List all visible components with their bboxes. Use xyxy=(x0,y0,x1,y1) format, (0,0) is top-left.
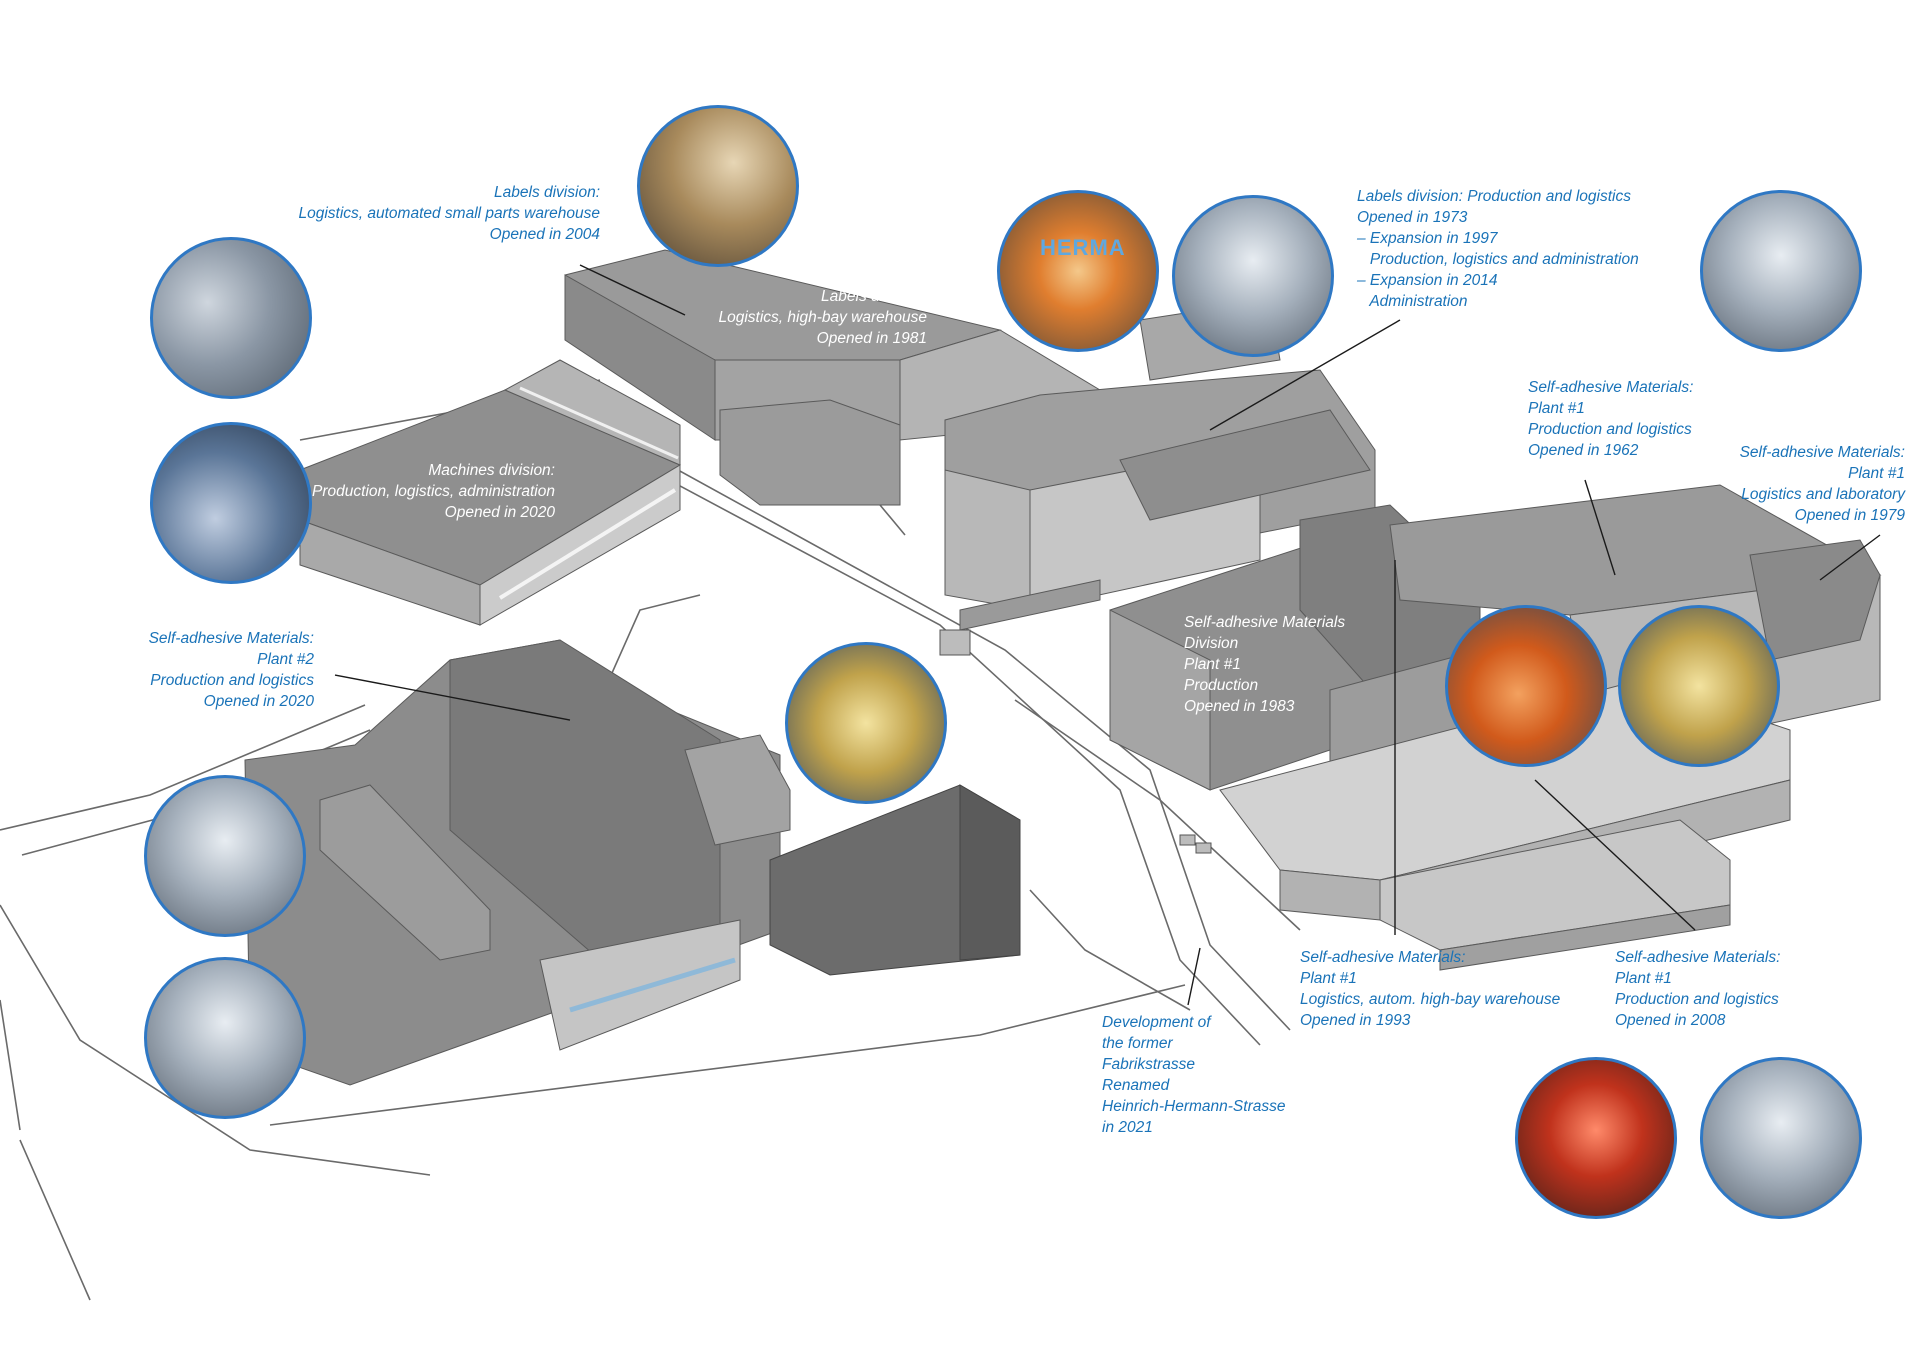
label-labels-small-parts-warehouse: Labels division: Logistics, automated sm… xyxy=(298,184,600,243)
photo-office-interior xyxy=(1172,195,1334,357)
photo-plant2-hall-a xyxy=(144,775,306,937)
photo-plant2-hall-b xyxy=(144,957,306,1119)
photo-worker-warehouse xyxy=(150,237,312,399)
label-labels-production-logistics: Labels division: Production and logistic… xyxy=(1357,188,1639,310)
building-dark-block xyxy=(769,784,1021,976)
building-machines-division xyxy=(299,359,682,626)
photo-red-coating xyxy=(1515,1057,1677,1219)
building-labels-admin xyxy=(944,299,1376,631)
photo-paper-rolls xyxy=(1700,190,1862,352)
label-sam-plant1-1962: Self-adhesive Materials: Plant #1 Produc… xyxy=(1528,379,1694,459)
photo-packing-station xyxy=(637,105,799,267)
building-labels-highbay xyxy=(564,249,1101,506)
label-street-renamed: Development of the former Fabrikstrasse … xyxy=(1102,1014,1286,1136)
photo-roll-winding xyxy=(1618,605,1780,767)
label-sam-plant2: Self-adhesive Materials: Plant #2 Produc… xyxy=(148,630,314,710)
label-sam-division-1983: Self-adhesive Materials Division Plant #… xyxy=(1184,614,1346,715)
leader-lines xyxy=(334,264,1881,1006)
label-sam-highbay-1993: Self-adhesive Materials: Plant #1 Logist… xyxy=(1300,949,1561,1029)
label-labels-highbay-warehouse: Labels division: Logistics, high-bay war… xyxy=(718,288,927,347)
label-sam-plant1-1979: Self-adhesive Materials: Plant #1 Logist… xyxy=(1739,444,1905,524)
herma-logo-text: HERMA xyxy=(1040,235,1126,260)
label-machines-division: Machines division: Production, logistics… xyxy=(312,462,555,521)
photo-machines-assembly xyxy=(150,422,312,584)
photo-herma-lobby: HERMA xyxy=(997,190,1159,352)
photo-orange-machine xyxy=(1445,605,1607,767)
photo-production-aisle xyxy=(1700,1057,1862,1219)
small-details xyxy=(939,629,1212,854)
photo-robot-arm xyxy=(785,642,947,804)
label-sam-2008: Self-adhesive Materials: Plant #1 Produc… xyxy=(1615,949,1781,1029)
building-sam-plant2 xyxy=(244,639,791,1086)
